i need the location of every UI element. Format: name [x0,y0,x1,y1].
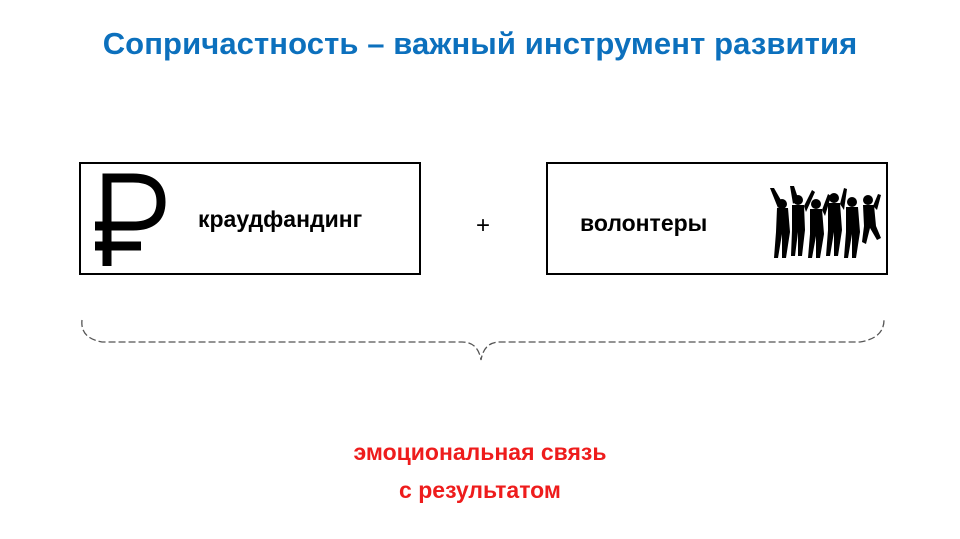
volunteers-box: волонтеры [546,162,888,275]
curly-brace [81,319,885,361]
crowdfunding-box: краудфандинг [79,162,421,275]
volunteers-label: волонтеры [580,210,708,236]
ruble-icon [95,173,166,266]
people-silhouettes-icon [770,186,881,258]
plus-sign: + [476,212,491,239]
slide-title: Сопричастность – важный инструмент разви… [102,26,858,61]
crowdfunding-label: краудфандинг [198,206,363,232]
result-line-2: с результатом [399,477,561,503]
result-line-1: эмоциональная связь [353,439,607,465]
